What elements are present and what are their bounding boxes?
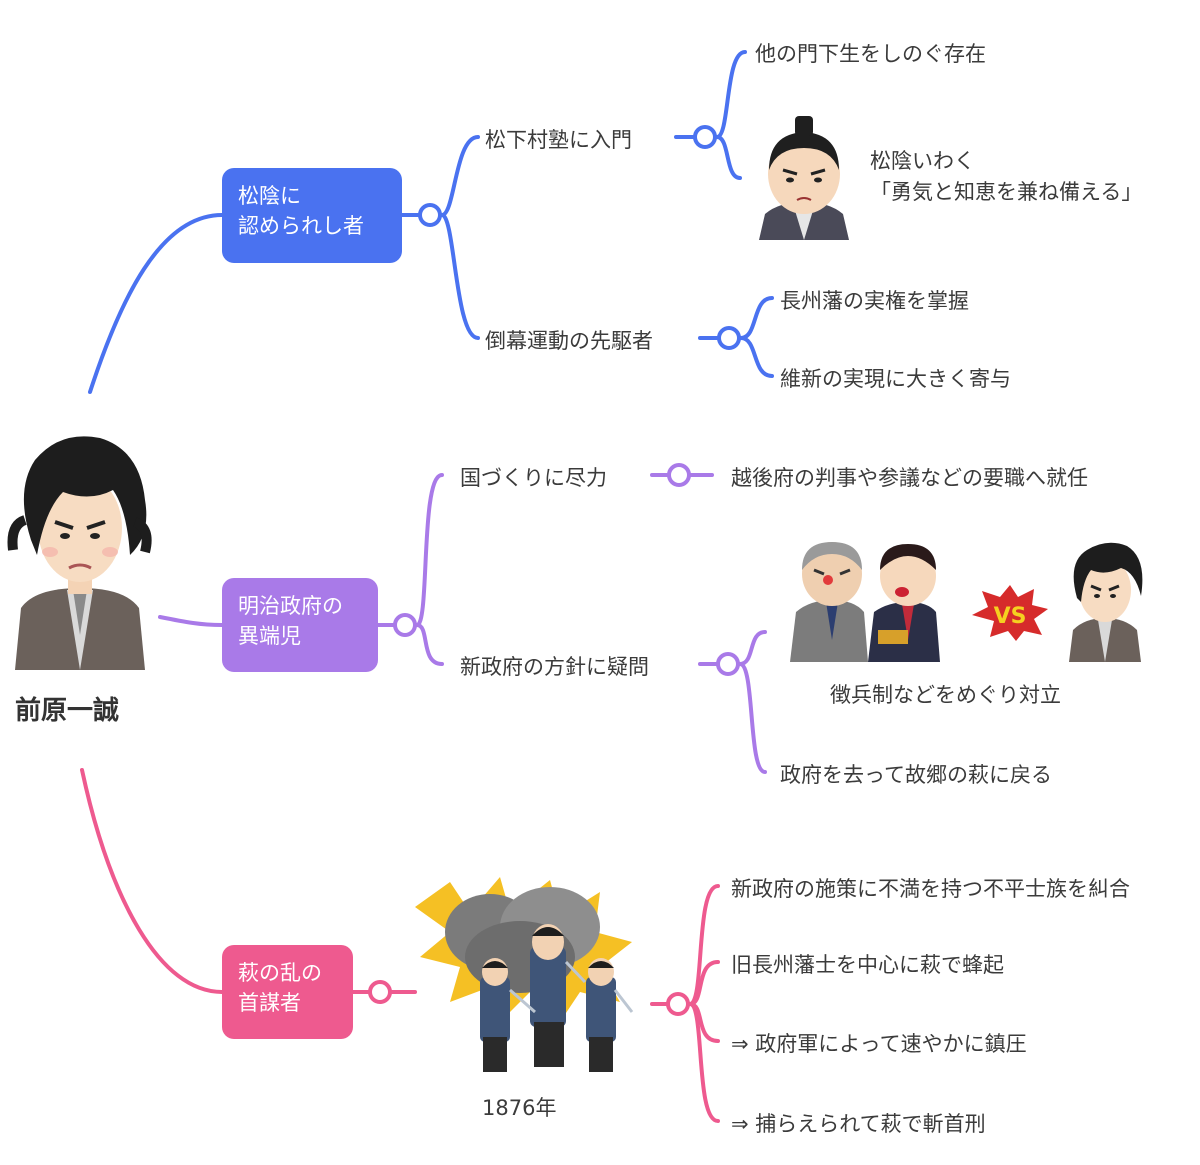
vs-text: VS <box>994 604 1027 629</box>
branch-title-line: 異端児 <box>238 624 301 648</box>
branch-title-line: 首謀者 <box>238 991 301 1015</box>
topic-doubt-policy[interactable]: 新政府の方針に疑問 <box>460 655 649 679</box>
vs-burst-icon: VS <box>972 585 1048 641</box>
hagi-rebellion-illustration <box>415 877 634 1072</box>
leaf-rebellion-1[interactable]: 新政府の施策に不満を持つ不平士族を糾合 <box>731 877 1130 901</box>
pink-node-connector <box>666 992 690 1016</box>
pink-branch-lines <box>80 768 720 1123</box>
blue-node-connector <box>693 125 717 149</box>
purple-node-connector <box>393 613 417 637</box>
topic-nation-building[interactable]: 国づくりに尽力 <box>460 466 607 490</box>
leaf-rebellion-3[interactable]: ⇒ 政府軍によって速やかに鎮圧 <box>731 1032 1027 1056</box>
blue-node-connector <box>418 203 442 227</box>
blue-branch-lines <box>88 50 774 394</box>
leaf-rebellion-4[interactable]: ⇒ 捕らえられて萩で斬首刑 <box>731 1112 986 1136</box>
quote-line: 松陰いわく <box>870 149 975 173</box>
branch-node-shoin-recognized[interactable]: 松陰に 認められし者 <box>222 168 402 263</box>
branch-node-hagi-rebellion[interactable]: 萩の乱の 首謀者 <box>222 945 353 1039</box>
leaf-key-posts[interactable]: 越後府の判事や参議などの要職へ就任 <box>731 466 1088 490</box>
officials-arguing-illustration <box>790 542 940 662</box>
maebara-portrait-illustration <box>7 436 152 670</box>
maebara-small-illustration <box>1069 542 1143 662</box>
topic-overthrow-pioneer[interactable]: 倒幕運動の先駆者 <box>485 329 653 353</box>
purple-branch-lines <box>158 473 767 774</box>
shoin-quote[interactable]: 松陰いわく 「勇気と知恵を兼ね備える」 <box>870 146 1142 208</box>
samurai-group <box>480 924 634 1072</box>
leaf-surpass-disciples[interactable]: 他の門下生をしのぐ存在 <box>755 42 986 66</box>
branch-title-line: 萩の乱の <box>238 961 322 985</box>
topic-sonjuku-entry[interactable]: 松下村塾に入門 <box>485 128 632 152</box>
conscription-conflict-caption[interactable]: 徴兵制などをめぐり対立 <box>830 683 1061 707</box>
rebellion-year[interactable]: 1876年 <box>482 1096 557 1120</box>
purple-node-connector <box>716 652 740 676</box>
leaf-return-hagi[interactable]: 政府を去って故郷の萩に戻る <box>780 763 1052 787</box>
purple-node-connector <box>667 463 691 487</box>
branch-node-meiji-maverick[interactable]: 明治政府の 異端児 <box>222 578 378 672</box>
branch-title-line: 認められし者 <box>238 214 364 238</box>
branch-title-line: 明治政府の <box>238 594 343 618</box>
leaf-rebellion-2[interactable]: 旧長州藩士を中心に萩で蜂起 <box>731 953 1004 977</box>
person-name: 前原一誠 <box>15 696 120 726</box>
leaf-restoration-contribution[interactable]: 維新の実現に大きく寄与 <box>780 367 1011 391</box>
leaf-choshu-control[interactable]: 長州藩の実権を掌握 <box>780 289 969 313</box>
blue-node-connector <box>717 326 741 350</box>
quote-line: 「勇気と知恵を兼ね備える」 <box>870 180 1143 204</box>
branch-title-line: 松陰に <box>238 184 301 208</box>
pink-node-connector <box>368 980 392 1004</box>
yoshida-shoin-illustration <box>759 116 849 240</box>
